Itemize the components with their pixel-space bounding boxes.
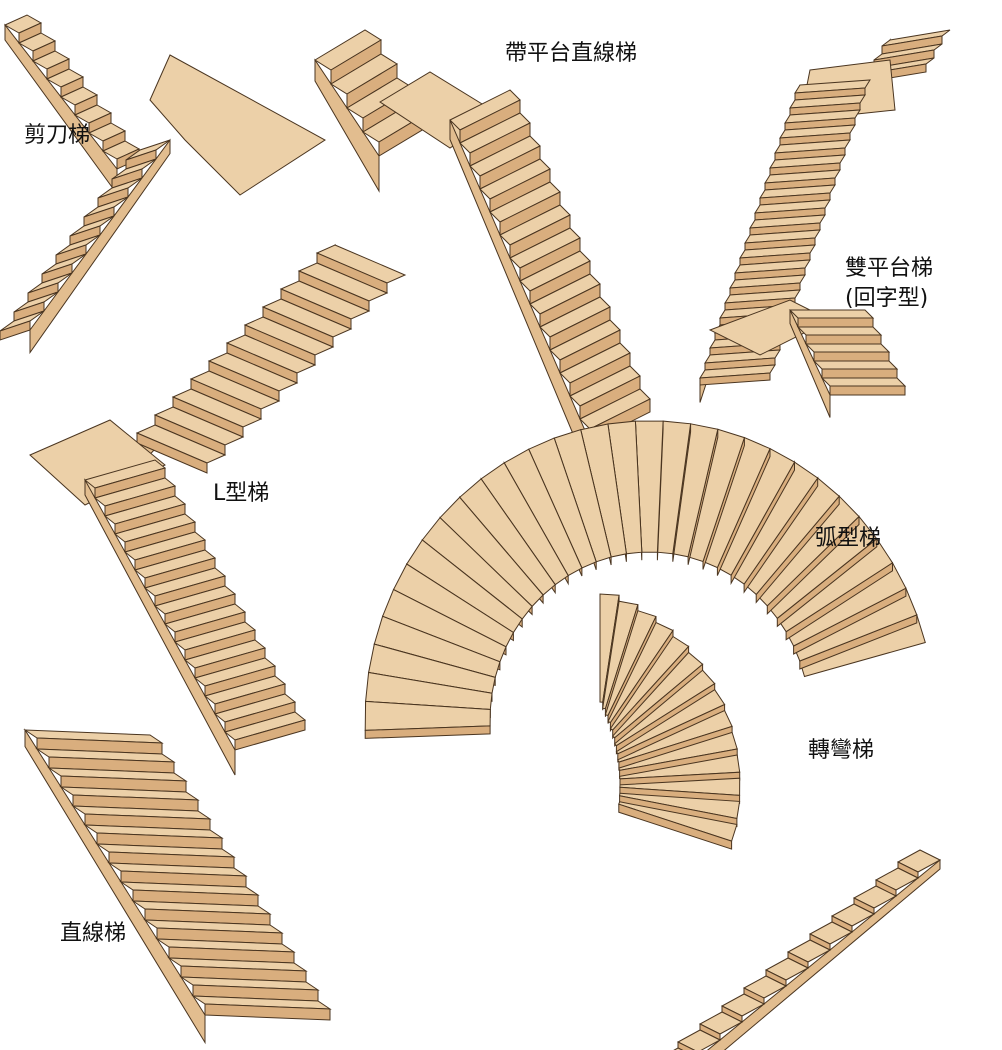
stair-side [789, 309, 831, 418]
stair-side [29, 138, 171, 355]
double-landing-stair [699, 29, 951, 418]
stair-riser [699, 372, 771, 386]
stair-riser [829, 385, 906, 396]
label-arc-stair: 弧型梯 [815, 526, 881, 551]
stair-tread [796, 326, 883, 336]
stair-side [314, 58, 380, 193]
label-double-landing-stair-sub: (回字型) [845, 286, 928, 311]
arc-stair [364, 420, 926, 739]
stair-riser [0, 320, 31, 341]
stair-tread [0, 310, 45, 332]
label-straight-stair-with-landing: 帶平台直線梯 [505, 41, 637, 66]
label-straight-stair: 直線梯 [60, 921, 126, 946]
stair-riser [805, 334, 882, 345]
label-l-shaped-stair: L型梯 [213, 481, 269, 506]
straight-stair-with-landing [314, 29, 651, 475]
stair-riser [136, 432, 208, 474]
scissor-stair [0, 14, 326, 355]
stair-tread [788, 309, 875, 319]
stair-riser [813, 351, 890, 362]
stair-riser [364, 725, 491, 739]
stair-riser [797, 317, 874, 328]
stair-tread [820, 377, 907, 387]
stair-tread [804, 343, 891, 353]
stair-tread [812, 360, 899, 370]
l-shaped-stair [29, 243, 407, 776]
stair-riser [204, 1003, 331, 1021]
stair-riser [618, 803, 733, 850]
straight-stair [23, 728, 332, 1045]
label-double-landing-stair: 雙平台梯 [845, 256, 933, 281]
label-scissor-stair: 剪刀梯 [24, 123, 90, 148]
stair-riser [234, 719, 306, 751]
stair-landing [149, 54, 326, 196]
stair-riser [821, 368, 898, 379]
label-turning-stair: 轉彎梯 [808, 738, 874, 763]
turning-stair [599, 593, 942, 1050]
stair-landing [29, 419, 166, 506]
